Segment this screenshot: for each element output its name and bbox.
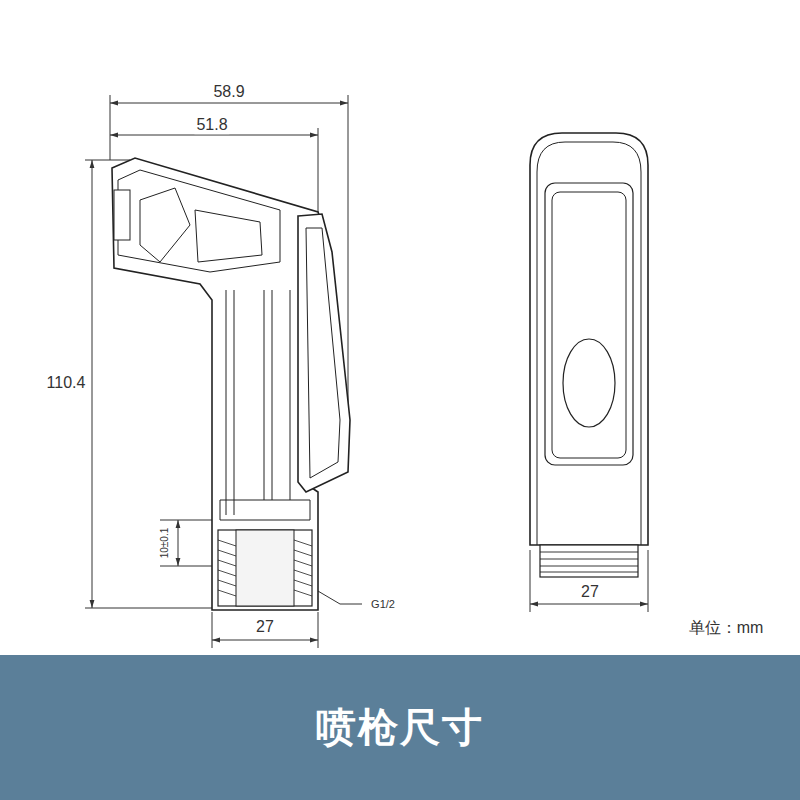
- front-view: [530, 133, 648, 577]
- dimension-text: 27: [579, 583, 601, 601]
- title: 喷枪尺寸: [0, 655, 800, 800]
- side-view: [112, 158, 350, 610]
- dimension-text: 27: [254, 618, 276, 636]
- dimension-text: 10±0.1: [159, 526, 170, 561]
- dimension-text: 110.4: [45, 374, 88, 392]
- dimension-text: 58.9: [211, 83, 246, 101]
- dimension-text: G1/2: [369, 598, 397, 610]
- dimension-lines: [85, 95, 648, 648]
- dimension-text: 51.8: [194, 116, 229, 134]
- unit-note: 单位：mm: [687, 619, 766, 637]
